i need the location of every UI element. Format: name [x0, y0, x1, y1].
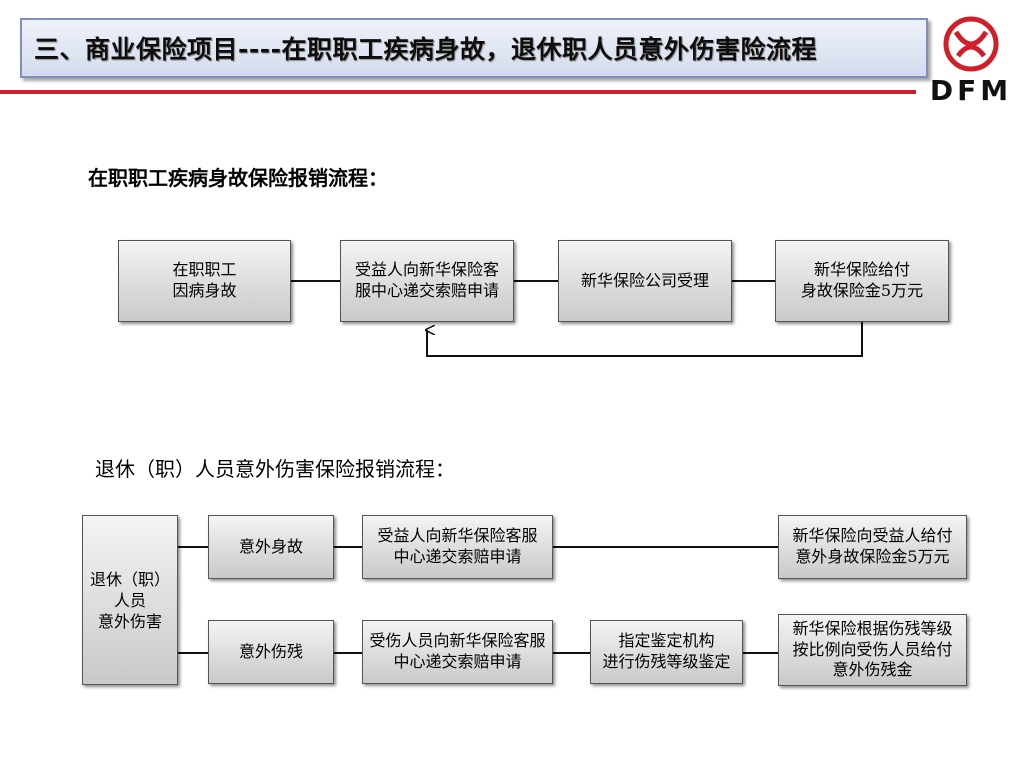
company-logo: DFM	[922, 12, 1020, 107]
flow-box-accidental-disability: 意外伤残	[208, 620, 334, 684]
flow-box-disability-payout: 新华保险根据伤残等级 按比例向受伤人员给付 意外伤残金	[778, 614, 967, 686]
flow-box-insurer-accept: 新华保险公司受理	[558, 240, 732, 322]
logo-wordmark: DFM	[929, 74, 1013, 107]
flow-box-employee-death: 在职职工 因病身故	[118, 240, 291, 322]
flow-box-submit-claim: 受益人向新华保险客 服中心递交索赔申请	[340, 240, 514, 322]
dragon-emblem-icon	[943, 16, 999, 72]
flow-box-injured-claim: 受伤人员向新华保险客服 中心递交索赔申请	[362, 620, 553, 684]
flow-box-beneficiary-claim: 受益人向新华保险客服 中心递交索赔申请	[362, 515, 553, 579]
flow-box-accidental-death: 意外身故	[208, 515, 334, 579]
section-title-employee-death: 在职职工疾病身故保险报销流程：	[88, 166, 388, 190]
section-title-retiree-accident: 退休（职）人员意外伤害保险报销流程：	[95, 457, 455, 481]
flow-box-retiree-accident: 退休（职） 人员 意外伤害	[82, 515, 178, 685]
feedback-arrow	[427, 322, 863, 357]
title-divider-rule	[0, 90, 916, 94]
flow-box-accidental-death-payout: 新华保险向受益人给付 意外身故保险金5万元	[778, 515, 967, 579]
slide-title-bar: 三、商业保险项目----在职职工疾病身故，退休职人员意外伤害险流程	[20, 18, 928, 78]
slide-title: 三、商业保险项目----在职职工疾病身故，退休职人员意外伤害险流程	[34, 35, 818, 64]
flow-box-death-payout: 新华保险给付 身故保险金5万元	[775, 240, 949, 322]
flow-box-disability-assessment: 指定鉴定机构 进行伤残等级鉴定	[590, 620, 743, 684]
